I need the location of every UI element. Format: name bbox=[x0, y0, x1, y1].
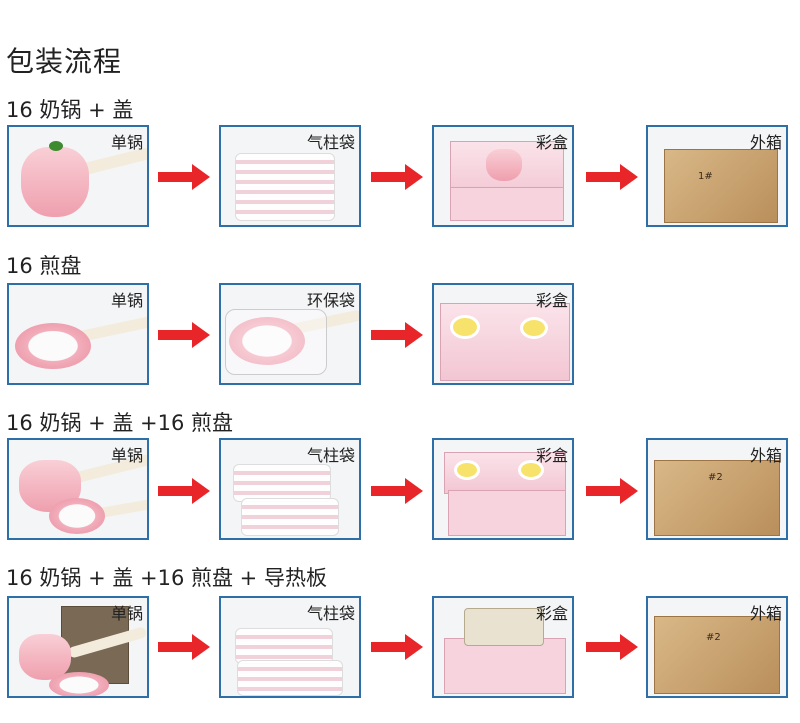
carton-image bbox=[648, 598, 786, 696]
carton-mark: #2 bbox=[706, 632, 721, 643]
step-2-1: 单锅 bbox=[7, 283, 149, 385]
frying-pan-image bbox=[9, 285, 147, 383]
step-label: 环保袋 bbox=[306, 291, 355, 310]
right-arrow-icon bbox=[371, 634, 423, 660]
step-label: 单锅 bbox=[110, 446, 143, 465]
carton-mark: #2 bbox=[708, 472, 723, 483]
right-arrow-icon bbox=[586, 164, 638, 190]
step-2-3: 彩盒 bbox=[432, 283, 574, 385]
step-3-3: 彩盒 bbox=[432, 438, 574, 540]
step-label: 单锅 bbox=[110, 133, 143, 152]
step-2-2: 环保袋 bbox=[219, 283, 361, 385]
carton-image bbox=[648, 127, 786, 225]
right-arrow-icon bbox=[158, 634, 210, 660]
pot-image bbox=[9, 127, 147, 225]
color-box-image bbox=[434, 440, 572, 538]
bubble-bag-image bbox=[221, 127, 359, 225]
step-3-4: 外箱 #2 bbox=[646, 438, 788, 540]
carton-mark: 1# bbox=[698, 171, 713, 182]
row-title-2: 16 煎盘 bbox=[6, 254, 82, 278]
step-label: 外箱 bbox=[749, 604, 782, 623]
right-arrow-icon bbox=[158, 164, 210, 190]
row-title-3: 16 奶锅 + 盖 +16 煎盘 bbox=[6, 411, 234, 435]
page-title: 包装流程 bbox=[6, 45, 123, 78]
step-label: 单锅 bbox=[110, 291, 143, 310]
row-title-1: 16 奶锅 + 盖 bbox=[6, 98, 134, 122]
color-box-image bbox=[434, 598, 572, 696]
row-title-4: 16 奶锅 + 盖 +16 煎盘 + 导热板 bbox=[6, 566, 327, 590]
right-arrow-icon bbox=[371, 322, 423, 348]
eco-bag-image bbox=[221, 285, 359, 383]
step-label: 气柱袋 bbox=[306, 133, 355, 152]
step-4-1: 单锅 bbox=[7, 596, 149, 698]
color-box-image bbox=[434, 127, 572, 225]
bubble-bag-image bbox=[221, 440, 359, 538]
color-box-image bbox=[434, 285, 572, 383]
step-label: 外箱 bbox=[749, 446, 782, 465]
step-4-4: 外箱 #2 bbox=[646, 596, 788, 698]
right-arrow-icon bbox=[586, 478, 638, 504]
right-arrow-icon bbox=[586, 634, 638, 660]
right-arrow-icon bbox=[371, 478, 423, 504]
step-1-3: 彩盒 bbox=[432, 125, 574, 227]
right-arrow-icon bbox=[158, 478, 210, 504]
bubble-bag-image bbox=[221, 598, 359, 696]
right-arrow-icon bbox=[158, 322, 210, 348]
step-4-2: 气柱袋 bbox=[219, 596, 361, 698]
pot-and-pan-image bbox=[9, 440, 147, 538]
step-4-3: 彩盒 bbox=[432, 596, 574, 698]
step-1-4: 外箱 1# bbox=[646, 125, 788, 227]
step-label: 单锅 bbox=[110, 604, 143, 623]
step-3-2: 气柱袋 bbox=[219, 438, 361, 540]
pot-pan-plate-image bbox=[9, 598, 147, 696]
step-label: 气柱袋 bbox=[306, 446, 355, 465]
carton-image bbox=[648, 440, 786, 538]
right-arrow-icon bbox=[371, 164, 423, 190]
step-label: 彩盒 bbox=[535, 291, 568, 310]
step-label: 彩盒 bbox=[535, 133, 568, 152]
step-1-1: 单锅 bbox=[7, 125, 149, 227]
step-label: 气柱袋 bbox=[306, 604, 355, 623]
step-3-1: 单锅 bbox=[7, 438, 149, 540]
step-label: 彩盒 bbox=[535, 446, 568, 465]
step-1-2: 气柱袋 bbox=[219, 125, 361, 227]
step-label: 外箱 bbox=[749, 133, 782, 152]
step-label: 彩盒 bbox=[535, 604, 568, 623]
